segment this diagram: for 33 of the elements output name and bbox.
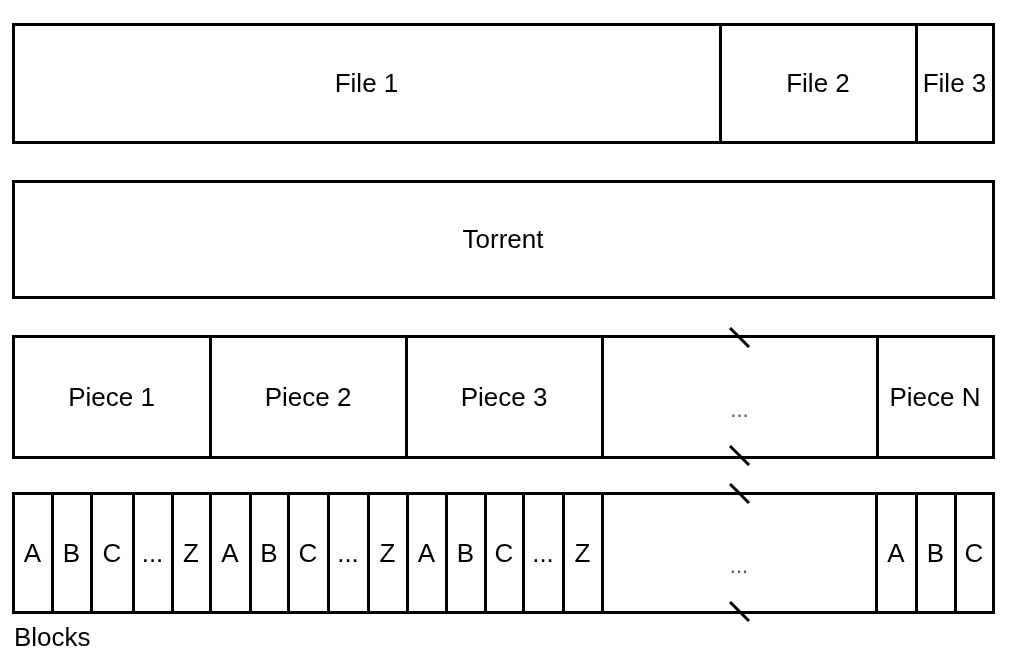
block-label: Z [574,539,591,566]
block-label: ... [532,539,554,566]
piece-label: Piece 1 [68,383,155,410]
ellipsis-label: ... [729,554,749,577]
block-label: ... [141,539,164,566]
torrent-label: Torrent [462,226,544,252]
block-label: A [887,539,905,566]
piece-label: Piece 3 [460,383,548,410]
block-label: A [417,539,436,566]
file-segment [11,22,722,144]
block-cell [11,491,54,614]
file-label: File 3 [922,70,987,96]
piece-label: Piece N [889,383,981,410]
block-label: C [298,539,318,566]
piece-label: Piece 2 [264,383,352,410]
block-label: ... [337,539,359,566]
block-label: C [102,539,122,566]
row-label: Blocks [14,624,91,650]
block-label: B [260,539,278,566]
block-label: C [494,539,514,566]
block-label: C [964,539,984,566]
block-label: B [456,539,475,566]
block-label: B [926,539,945,566]
ellipsis-label: ... [730,398,749,421]
block-label: A [23,539,42,566]
file-label: File 1 [334,70,399,96]
block-label: B [62,539,81,566]
block-label: Z [183,539,199,566]
block-label: Z [379,539,396,566]
block-label: A [221,539,239,566]
file-label: File 2 [786,70,850,96]
torrent-bar [11,179,995,299]
piece-segment [11,334,212,459]
